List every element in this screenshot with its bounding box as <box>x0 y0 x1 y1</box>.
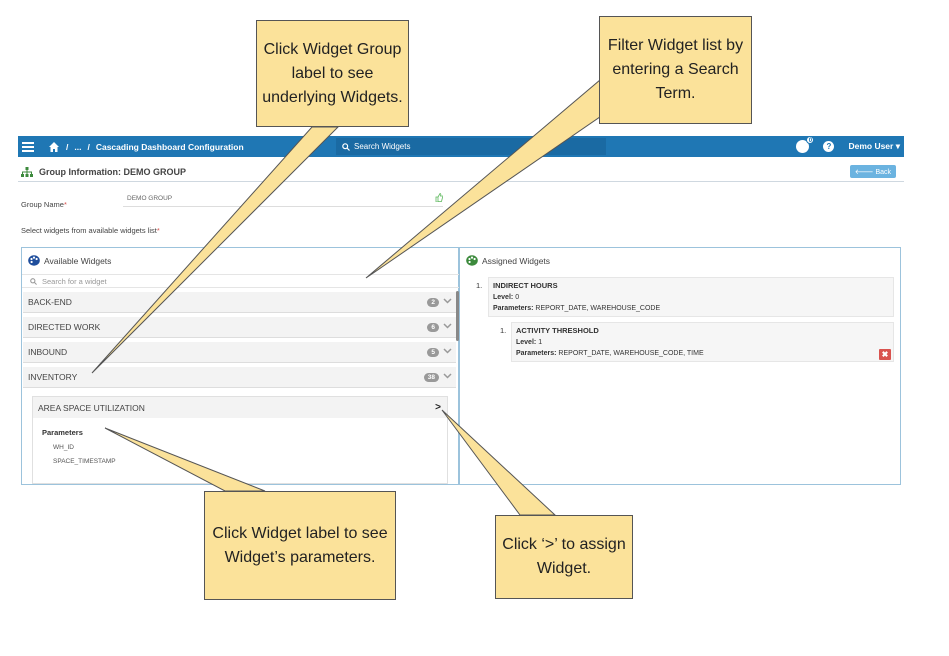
back-label: Back <box>875 169 891 176</box>
chevron-down-icon <box>443 298 452 304</box>
widget-group-label: INBOUND <box>28 347 68 357</box>
group-name-value: DEMO GROUP <box>127 195 173 202</box>
breadcrumb-separator: / <box>87 141 90 152</box>
callout-widget-label-text: Click Widget label to see Widget’s param… <box>212 524 388 566</box>
available-widgets-panel: Available Widgets Search for a widget BA… <box>21 247 459 485</box>
palette-icon <box>28 255 40 266</box>
available-widgets-header: Available Widgets <box>22 248 458 273</box>
user-name: Demo User <box>848 141 894 151</box>
params-value: REPORT_DATE, WAREHOUSE_CODE <box>535 305 661 312</box>
widget-group-inventory[interactable]: INVENTORY 38 <box>23 367 456 388</box>
parameters-title: Parameters <box>42 428 83 437</box>
chevron-down-icon <box>443 323 452 329</box>
params-value: REPORT_DATE, WAREHOUSE_CODE, TIME <box>558 350 704 357</box>
callout-widget-label: Click Widget label to see Widget’s param… <box>204 491 396 600</box>
widget-count-badge: 38 <box>423 372 439 382</box>
assigned-widget-level: Level: 0 <box>493 294 889 301</box>
callout-filter: Filter Widget list by entering a Search … <box>599 16 752 124</box>
breadcrumb-separator: / <box>66 141 69 152</box>
widget-search-placeholder: Search for a widget <box>42 276 107 286</box>
widget-title-row[interactable]: AREA SPACE UTILIZATION > <box>33 397 447 418</box>
assigned-widgets-header: Assigned Widgets <box>460 248 900 273</box>
user-menu[interactable]: Demo User ▾ <box>848 141 900 151</box>
notification-icon[interactable]: 0 <box>796 136 815 153</box>
widget-group-label: DIRECTED WORK <box>28 322 101 332</box>
level-label: Level: <box>493 294 514 301</box>
breadcrumb-ellipsis[interactable]: ... <box>74 141 82 152</box>
group-name-label: Group Name* <box>21 200 67 209</box>
hamburger-menu-icon[interactable] <box>22 141 34 152</box>
top-bar: / ... / Cascading Dashboard Configuratio… <box>18 136 904 157</box>
assigned-widget-params: Parameters: REPORT_DATE, WAREHOUSE_CODE,… <box>516 350 889 357</box>
callout-filter-text: Filter Widget list by entering a Search … <box>607 37 744 102</box>
delete-widget-button[interactable]: ✖ <box>879 349 891 360</box>
callout-assign: Click ‘>’ to assign Widget. <box>495 515 633 599</box>
level-label: Level: <box>516 339 537 346</box>
callout-group-label: Click Widget Group label to see underlyi… <box>256 20 409 127</box>
available-widgets-title: Available Widgets <box>44 255 112 266</box>
widget-group-label: BACK-END <box>28 297 72 307</box>
widget-card: AREA SPACE UTILIZATION > Parameters WH_I… <box>32 396 448 484</box>
assigned-widgets-title: Assigned Widgets <box>482 255 551 266</box>
palette-icon <box>466 255 478 266</box>
widget-search-input[interactable]: Search for a widget <box>22 274 459 288</box>
thumbs-up-icon <box>435 193 443 202</box>
params-label: Parameters: <box>493 305 534 312</box>
params-label: Parameters: <box>516 350 557 357</box>
widget-count-badge: 6 <box>427 322 439 332</box>
assigned-widgets-panel: Assigned Widgets 1. INDIRECT HOURS Level… <box>459 247 901 485</box>
widget-count-badge: 5 <box>427 347 439 357</box>
assigned-widget-params: Parameters: REPORT_DATE, WAREHOUSE_CODE <box>493 305 889 312</box>
widget-group-inbound[interactable]: INBOUND 5 <box>23 342 456 363</box>
group-name-field[interactable]: DEMO GROUP <box>123 193 443 207</box>
parameter-item: SPACE_TIMESTAMP <box>53 458 116 465</box>
search-icon <box>342 142 350 151</box>
chevron-down-icon <box>443 348 452 354</box>
widget-group-label: INVENTORY <box>28 372 78 382</box>
breadcrumb-current: Cascading Dashboard Configuration <box>95 141 244 152</box>
assign-widget-button[interactable]: > <box>435 402 441 413</box>
widget-count-badge: 2 <box>427 297 439 307</box>
callout-group-label-text: Click Widget Group label to see underlyi… <box>262 40 403 106</box>
page-title: Group Information: DEMO GROUP <box>39 166 186 177</box>
assigned-item-number: 1. <box>476 281 483 290</box>
help-icon[interactable]: ? <box>823 141 835 152</box>
search-icon <box>30 277 37 285</box>
assigned-widget-item[interactable]: ACTIVITY THRESHOLD Level: 1 Parameters: … <box>511 322 894 362</box>
select-widgets-text: Select widgets from available widgets li… <box>21 226 157 235</box>
assigned-widget-title: ACTIVITY THRESHOLD <box>516 326 599 335</box>
parameter-item: WH_ID <box>53 444 74 451</box>
group-info-header: Group Information: DEMO GROUP 🡐 Back <box>18 162 904 182</box>
widget-group-back-end[interactable]: BACK-END 2 <box>23 292 456 313</box>
callout-assign-text: Click ‘>’ to assign Widget. <box>502 536 626 577</box>
hierarchy-icon <box>21 166 33 177</box>
scrollbar[interactable] <box>456 291 459 341</box>
back-button[interactable]: 🡐 Back <box>849 165 896 178</box>
assigned-widget-level: Level: 1 <box>516 339 889 346</box>
chevron-up-icon <box>443 373 452 379</box>
home-icon[interactable] <box>48 141 60 153</box>
search-widgets-label: Search Widgets <box>354 142 411 151</box>
level-value: 1 <box>538 339 543 346</box>
assigned-widget-item[interactable]: INDIRECT HOURS Level: 0 Parameters: REPO… <box>488 277 894 317</box>
group-name-label-text: Group Name <box>21 200 64 209</box>
level-value: 0 <box>515 294 520 301</box>
widget-label[interactable]: AREA SPACE UTILIZATION <box>38 402 145 413</box>
select-widgets-label: Select widgets from available widgets li… <box>21 226 160 235</box>
assigned-widget-title: INDIRECT HOURS <box>493 281 558 290</box>
assigned-item-number: 1. <box>500 326 507 335</box>
notification-badge: 0 <box>806 136 815 144</box>
